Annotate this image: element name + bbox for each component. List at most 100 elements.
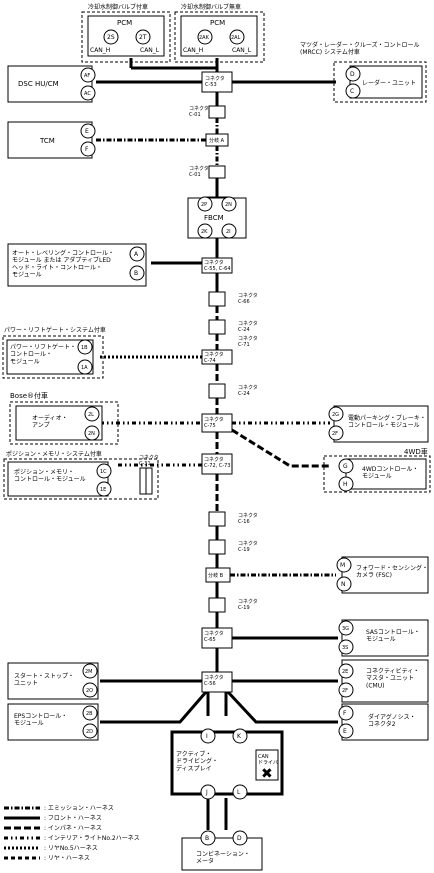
headlight-pin-a — [129, 246, 145, 262]
fbcm-pin-2i-label: 2I — [226, 229, 231, 235]
legend-label-rr: : リヤ・ハーネス — [44, 855, 90, 862]
connector-c56 — [201, 671, 233, 693]
connector-c19a — [208, 539, 226, 555]
radar-pin-d — [345, 66, 361, 82]
adp-can-driver-x-icon: ✖ — [261, 766, 273, 782]
adp-pin-j-label: J — [205, 789, 208, 796]
meter-pin-d-label: D — [237, 835, 242, 842]
headlight-box — [7, 243, 147, 287]
dlc-pin-f-label: F — [343, 710, 347, 717]
wire-eps — [100, 691, 208, 724]
audio-pin-2l — [84, 406, 100, 422]
headlight-pin-b — [129, 265, 145, 281]
adp-box — [170, 730, 284, 796]
junction-a — [205, 133, 229, 147]
connector-c01b — [208, 165, 226, 179]
memory-pin-1c — [96, 463, 112, 479]
fsc-pin-m — [336, 557, 352, 573]
sas-pin-3g-label: 3G — [342, 626, 349, 632]
fbcm-pin-2p — [197, 196, 213, 212]
dlc-pin-e-label: E — [343, 728, 347, 735]
dsc-pin-ac-label: AC — [84, 91, 91, 97]
audio-pin-2l-label: 2L — [88, 412, 94, 418]
headlight-pin-a-label: A — [134, 251, 139, 258]
dsc-pin-ac — [80, 85, 96, 101]
awd-box — [345, 458, 427, 490]
cmu-pin-2e-label: 2E — [342, 669, 348, 675]
awd-pin-g-label: G — [343, 463, 348, 470]
cmu-pin-2f — [338, 682, 354, 698]
legend-label-th: : フロント・ハーネス — [44, 815, 102, 822]
connector-c75 — [201, 413, 233, 433]
startstop-pin-2m-label: 2M — [85, 669, 93, 675]
startstop-pin-2m — [82, 663, 98, 679]
connector-c53 — [201, 71, 233, 93]
legend-label-ip: : インパネ・ハーネス — [44, 825, 102, 832]
liftgate-pin-1a — [77, 359, 93, 375]
epb-pin-2g — [328, 406, 344, 422]
memory-pin-1e — [96, 481, 112, 497]
tcm-pin-f-label: F — [85, 146, 89, 153]
dsc-pin-af-label: AF — [84, 73, 90, 79]
headlight-pin-b-label: B — [134, 270, 138, 277]
liftgate-dashed-frame — [2, 335, 104, 379]
pcm-left-pin-2t — [135, 29, 151, 45]
cmu-name: コネクティビティ・マスタ・ユニット(CMU) — [366, 667, 419, 689]
wire-dlc — [226, 690, 338, 724]
adp-pin-l-label: L — [237, 789, 241, 796]
radar-pin-d-label: D — [350, 71, 355, 78]
radar-note: マツダ・レーダー・クルーズ・コントロール(MRCC) システム付車 — [300, 41, 420, 56]
awd-name: 4WDコントロール・モジュール — [362, 466, 418, 480]
eps-pin-2d-label: 2D — [86, 729, 93, 735]
wire-awd — [231, 428, 330, 468]
epb-pin-2g-label: 2G — [332, 412, 339, 418]
junction-a-label: 分岐 A — [209, 137, 225, 144]
legend: : エミッション・ハーネス : フロント・ハーネス : インパネ・ハーネス : … — [4, 805, 140, 862]
radar-pin-c — [345, 83, 361, 99]
cmu-pin-2f-label: 2F — [342, 688, 348, 694]
pcm-right-can-h: CAN_H — [183, 47, 203, 54]
pcm-right-pin-2ak-label: 2AK — [199, 35, 210, 41]
fbcm-pin-2k — [197, 223, 213, 239]
awd-pin-h-label: H — [343, 481, 348, 488]
pcm-right-pin-2al-label: 2AL — [231, 35, 241, 41]
fsc-name: フォワード・センシング・カメラ (FSC) — [356, 564, 428, 579]
dlc-name: ダイアグノシス・コネクタ2 — [368, 713, 416, 728]
meter-pin-b — [200, 830, 216, 846]
adp-pin-i — [200, 728, 216, 744]
memory-dashed-frame — [3, 458, 159, 500]
connector-c16 — [208, 511, 226, 527]
radar-name: レーダー・ユニット — [362, 79, 416, 87]
liftgate-pin-1b — [77, 339, 93, 355]
sas-box — [341, 619, 429, 657]
awd-dashed-frame — [323, 455, 431, 493]
connector-c55-c64 — [201, 257, 233, 274]
fbcm-pin-2p-label: 2P — [201, 202, 207, 208]
pcm-left-note: 冷却水制御バルブ付車 — [88, 3, 148, 11]
eps-pin-2b — [82, 705, 98, 721]
fbcm-pin-2i — [221, 223, 237, 239]
fbcm-pin-2k-label: 2K — [201, 229, 208, 235]
pcm-left-name: PCM — [117, 19, 132, 27]
pcm-right-dashed-frame — [174, 11, 265, 63]
awd-pin-g — [338, 458, 354, 474]
fsc-pin-n-label: N — [341, 581, 346, 588]
junction-b — [205, 567, 231, 583]
junction-b-label: 分岐 B — [208, 572, 224, 579]
dsc-box — [7, 65, 93, 103]
legend-label-i2: : インテリア・ライトNo.2ハーネス — [44, 835, 140, 842]
memory-name: ポジション・メモリ・コントロール・モジュール — [14, 468, 86, 483]
sas-name: SASコントロール・モジュール — [366, 629, 420, 643]
epb-name: 電動パーキング・ブレーキ・コントロール・モジュール — [348, 414, 426, 429]
radar-pin-c-label: C — [350, 88, 354, 95]
tcm-pin-e-label: E — [85, 128, 89, 135]
